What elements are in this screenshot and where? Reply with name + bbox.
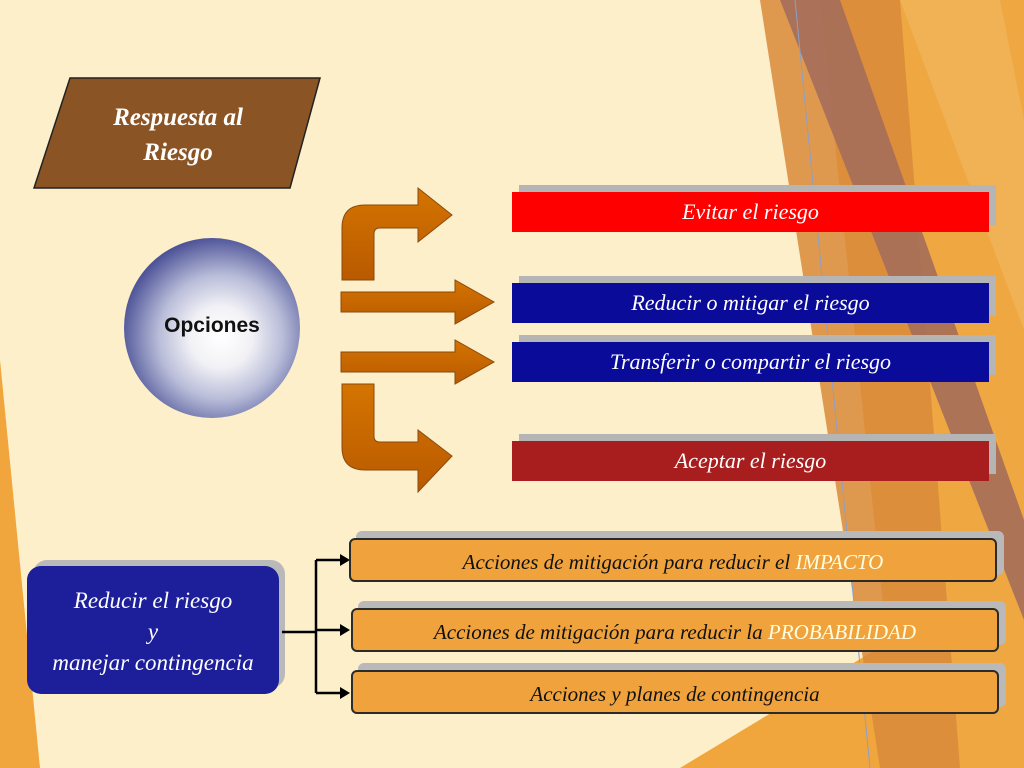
option-evitar: Evitar el riesgo [512,192,989,232]
arrow-straight-1 [340,279,496,325]
options-orb: Opciones [124,238,300,418]
option-aceptar: Aceptar el riesgo [512,441,989,481]
page-title: Respuesta al Riesgo [78,100,278,170]
arrow-down-bent [341,383,453,494]
reduce-risk-box: Reducir el riesgo y manejar contingencia [27,566,279,694]
connector-lines [282,554,350,699]
arrows-group [340,186,496,494]
arrow-up-bent [341,186,453,281]
reduce-line-2: y [147,619,159,644]
action-probabilidad-text: Acciones de mitigación para reducir la [433,620,768,644]
arrow-straight-2 [340,339,496,385]
option-reducir: Reducir o mitigar el riesgo [512,283,989,323]
options-label: Opciones [164,314,260,337]
option-transferir: Transferir o compartir el riesgo [512,342,989,382]
action-impacto-highlight: IMPACTO [795,550,884,574]
title-shape [32,77,321,189]
title-line-2: Riesgo [143,139,213,166]
action-probabilidad: Acciones de mitigación para reducir la P… [351,608,999,652]
action-impacto-text: Acciones de mitigación para reducir el [462,550,796,574]
action-contingencia-text: Acciones y planes de contingencia [530,682,820,706]
title-line-1: Respuesta al [113,104,243,131]
reduce-line-3: manejar contingencia [52,650,254,675]
action-contingencia: Acciones y planes de contingencia [351,670,999,714]
action-impacto: Acciones de mitigación para reducir el I… [349,538,997,582]
reduce-line-1: Reducir el riesgo [73,588,233,613]
action-probabilidad-highlight: PROBABILIDAD [767,620,917,644]
